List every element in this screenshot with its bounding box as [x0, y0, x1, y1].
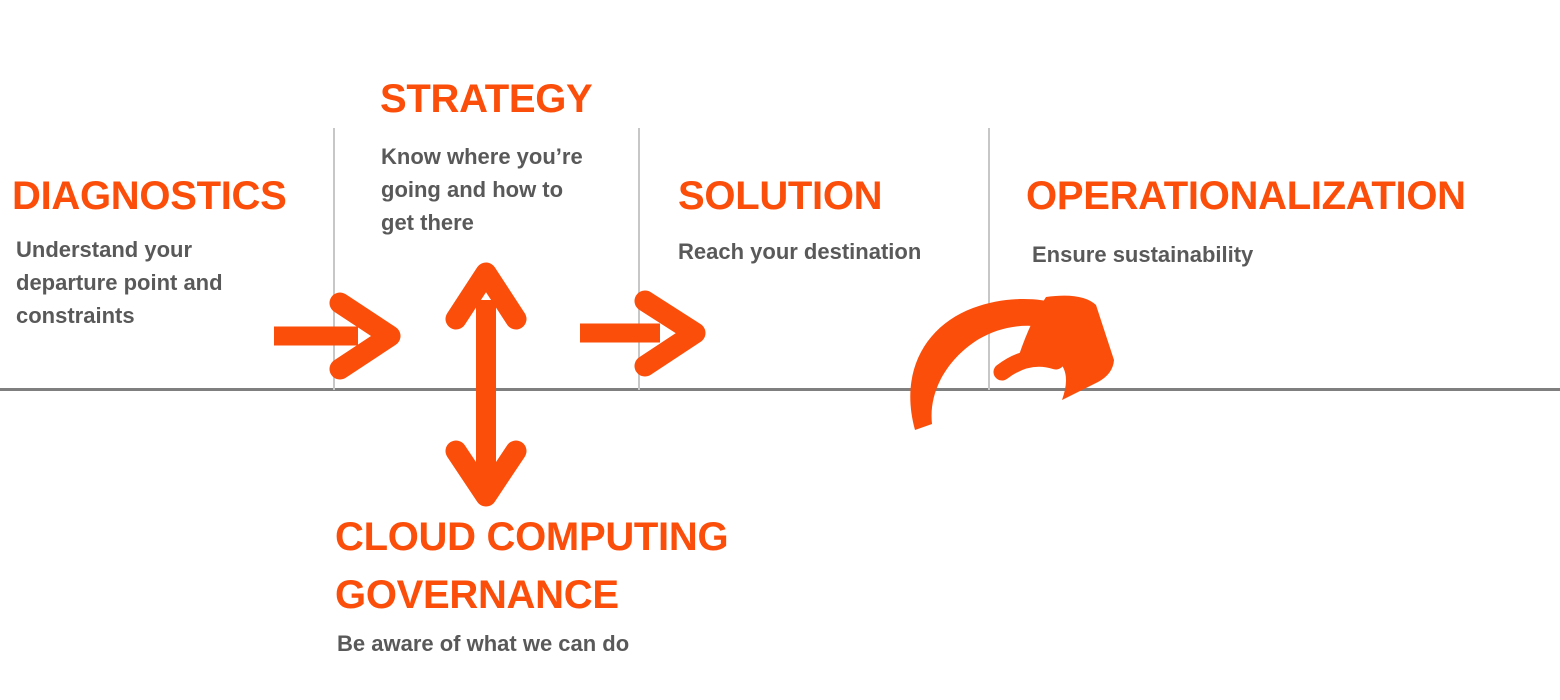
- double-vertical-arrow-icon: [445, 262, 527, 507]
- stage-description-strategy: Know where you’re going and how to get t…: [381, 144, 583, 235]
- right-arrow-icon: [274, 292, 401, 380]
- curved-swoosh-arrow-icon: [910, 295, 1114, 430]
- stage-title-operationalization: OPERATIONALIZATION: [1026, 174, 1466, 218]
- stage-diagnostics: DIAGNOSTICS Understand your departure po…: [12, 174, 332, 328]
- stage-divider-2: [638, 128, 640, 390]
- stage-description-diagnostics: Understand your departure point and cons…: [16, 237, 223, 328]
- bottom-white-band: [0, 655, 1560, 700]
- stage-cloud-computing-governance: CLOUD COMPUTING GOVERNANCE Be aware of w…: [335, 508, 785, 656]
- stage-title-diagnostics: DIAGNOSTICS: [12, 174, 287, 218]
- stage-title-strategy: STRATEGY: [380, 77, 593, 121]
- stage-divider-1: [333, 128, 335, 390]
- stage-divider-3: [988, 128, 990, 390]
- stage-title-governance: CLOUD COMPUTING GOVERNANCE: [335, 515, 729, 617]
- stage-strategy: STRATEGY Know where you’re going and how…: [380, 77, 630, 235]
- stage-description-operationalization: Ensure sustainability: [1032, 242, 1254, 267]
- stage-solution: SOLUTION Reach your destination: [678, 174, 988, 264]
- stage-description-governance: Be aware of what we can do: [337, 631, 630, 656]
- top-white-band: [0, 0, 1560, 85]
- stage-operationalization: OPERATIONALIZATION Ensure sustainability: [1026, 174, 1486, 267]
- horizontal-baseline: [0, 388, 1560, 391]
- stage-description-solution: Reach your destination: [678, 239, 922, 264]
- stage-title-solution: SOLUTION: [678, 174, 883, 218]
